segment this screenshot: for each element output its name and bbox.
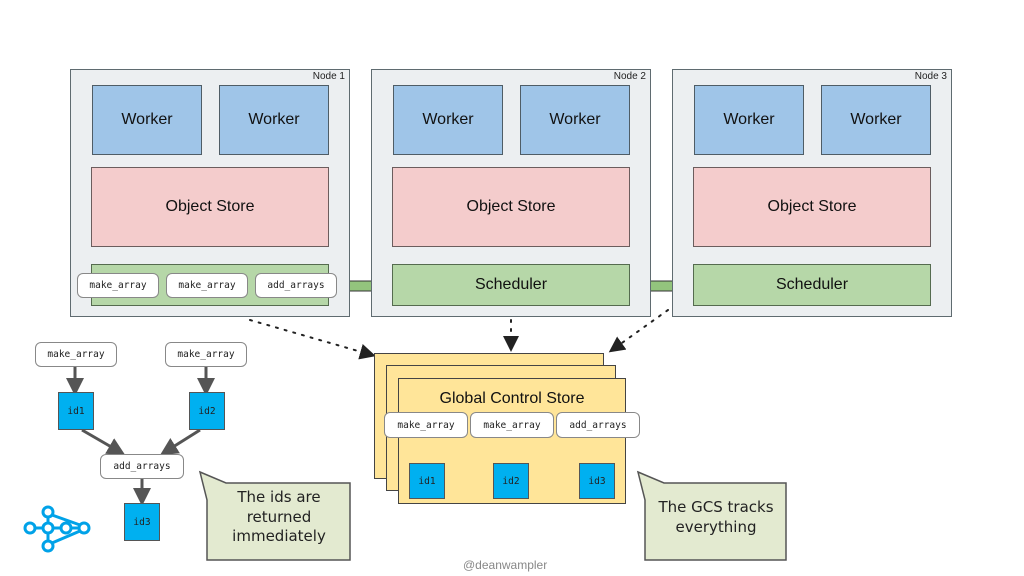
graph-edge-id2-add xyxy=(159,428,201,456)
worker-box: Worker xyxy=(694,85,804,155)
object-store-box: Object Store xyxy=(693,167,931,247)
gcs-task-pill: make_array xyxy=(384,412,468,438)
gcs-id-box: id2 xyxy=(493,463,529,499)
graph-combine-pill: add_arrays xyxy=(100,454,184,479)
worker-box: Worker xyxy=(821,85,931,155)
graph-id-box: id2 xyxy=(189,392,225,430)
graph-task-pill: make_array xyxy=(165,342,247,367)
callout-left-shape xyxy=(198,470,351,561)
graph-task-pill: make_array xyxy=(35,342,117,367)
graph-result-id-box: id3 xyxy=(124,503,160,541)
callout-left-text: The ids are returned immediately xyxy=(232,488,326,545)
dotted-link-node3-gcs xyxy=(608,309,669,353)
graph-edge-id1-add xyxy=(81,428,126,456)
worker-box: Worker xyxy=(520,85,630,155)
worker-box: Worker xyxy=(219,85,329,155)
ray-logo-icon xyxy=(23,505,91,553)
gcs-id-box: id3 xyxy=(579,463,615,499)
worker-box: Worker xyxy=(92,85,202,155)
dotted-link-node1-gcs xyxy=(249,319,376,360)
object-store-box: Object Store xyxy=(91,167,329,247)
task-pill: make_array xyxy=(166,273,248,298)
task-pill: make_array xyxy=(77,273,159,298)
callout-right-shape xyxy=(636,470,787,561)
gcs-title: Global Control Store xyxy=(439,390,585,407)
credit-text: @deanwampler xyxy=(463,558,548,572)
task-pill: add_arrays xyxy=(255,273,337,298)
worker-box: Worker xyxy=(393,85,503,155)
gcs-id-box: id1 xyxy=(409,463,445,499)
node-label: Node 3 xyxy=(914,71,947,82)
callout-right-text: The GCS tracks everything xyxy=(658,498,774,536)
scheduler-box: Scheduler xyxy=(693,264,931,306)
node-label: Node 1 xyxy=(312,71,345,82)
gcs-task-pill: add_arrays xyxy=(556,412,640,438)
gcs-task-pill: make_array xyxy=(470,412,554,438)
object-store-box: Object Store xyxy=(392,167,630,247)
scheduler-box: Scheduler xyxy=(392,264,630,306)
node-label: Node 2 xyxy=(613,71,646,82)
graph-id-box: id1 xyxy=(58,392,94,430)
